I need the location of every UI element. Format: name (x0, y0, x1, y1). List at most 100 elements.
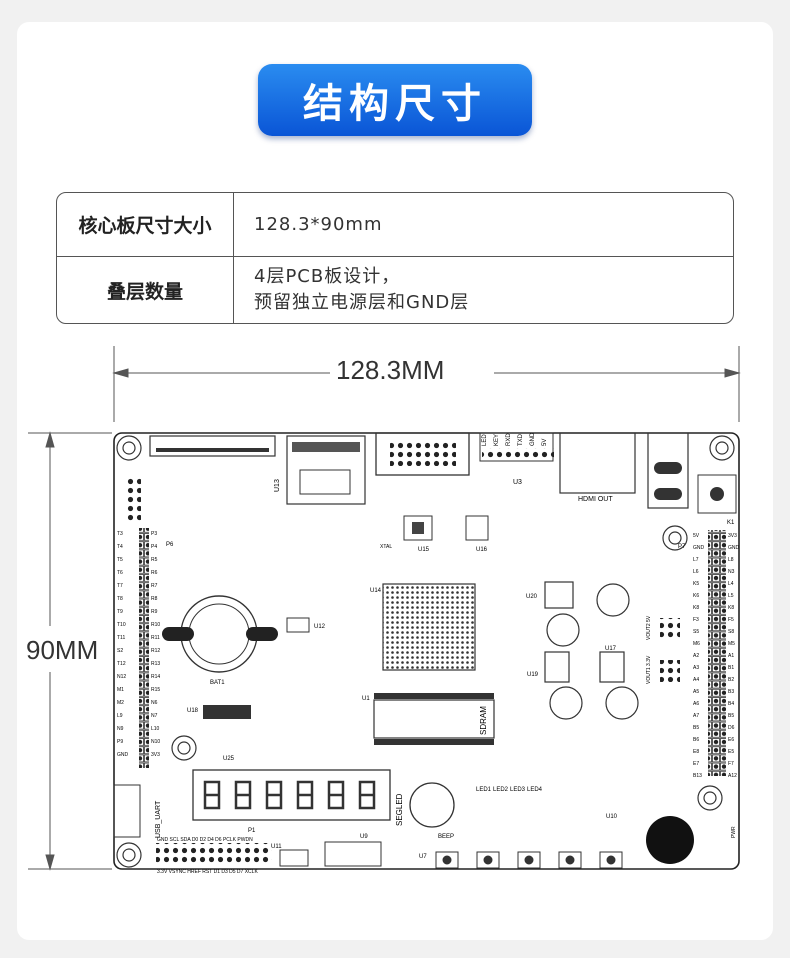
svg-text:R6: R6 (151, 570, 158, 576)
svg-text:P7: P7 (678, 544, 686, 550)
spec-value-line: 4层PCB板设计， (254, 266, 401, 287)
svg-text:F5: F5 (728, 617, 734, 623)
sd-card-slot (286, 435, 366, 505)
svg-text:A7: A7 (693, 713, 699, 719)
svg-text:B2: B2 (728, 677, 734, 683)
spec-value: 4层PCB板设计， 预留独立电源层和GND层 (234, 257, 733, 323)
spec-value-line: 预留独立电源层和GND层 (254, 292, 470, 313)
svg-text:U15: U15 (418, 547, 430, 553)
svg-text:T10: T10 (117, 622, 126, 628)
svg-text:B5: B5 (728, 713, 734, 719)
svg-text:T12: T12 (117, 661, 126, 667)
svg-text:T9: T9 (117, 609, 123, 615)
spec-key: 叠层数量 (57, 257, 234, 323)
svg-text:M2: M2 (117, 700, 124, 706)
svg-text:M6: M6 (693, 641, 700, 647)
svg-text:R8: R8 (151, 596, 158, 602)
svg-text:R5: R5 (151, 557, 158, 563)
svg-text:A5: A5 (693, 689, 699, 695)
camera-header (156, 843, 272, 865)
spec-row-size: 核心板尺寸大小 128.3*90mm (57, 193, 733, 257)
svg-text:A3: A3 (693, 665, 699, 671)
u12-chip (286, 617, 310, 633)
svg-text:N6: N6 (151, 700, 158, 706)
svg-text:A4: A4 (693, 677, 699, 683)
svg-text:F7: F7 (728, 761, 734, 767)
svg-text:L5: L5 (728, 593, 734, 599)
u16-chip (465, 515, 489, 541)
svg-text:SDRAM: SDRAM (479, 706, 488, 735)
svg-text:U7: U7 (419, 854, 427, 860)
svg-text:T6: T6 (117, 570, 123, 576)
hdmi-out-label: HDMI OUT (578, 496, 613, 503)
svg-text:B4: B4 (728, 701, 734, 707)
svg-text:BAT1: BAT1 (210, 680, 225, 686)
svg-text:T11: T11 (117, 635, 125, 641)
svg-text:K8: K8 (728, 605, 734, 611)
fpc-connector (149, 435, 276, 457)
u18-chip (203, 705, 251, 719)
u3-label: U3 (513, 479, 522, 486)
svg-text:VOUT2 5V: VOUT2 5V (646, 615, 652, 640)
svg-text:GND: GND (530, 432, 536, 446)
svg-text:B13: B13 (693, 773, 702, 779)
svg-text:U11: U11 (271, 844, 282, 850)
svg-text:R10: R10 (151, 622, 160, 628)
hdmi-connector (559, 432, 636, 494)
svg-text:U18: U18 (187, 708, 199, 714)
svg-text:R11: R11 (151, 635, 160, 641)
right-pin-header (708, 530, 726, 776)
svg-text:M1: M1 (117, 687, 124, 693)
svg-text:L10: L10 (151, 726, 160, 732)
svg-text:KEY: KEY (494, 434, 500, 446)
seven-segment-display (192, 769, 391, 821)
svg-text:3V3: 3V3 (151, 752, 160, 758)
svg-text:LED2: LED2 (493, 787, 509, 793)
svg-text:K1: K1 (727, 520, 735, 526)
buzzer (409, 782, 455, 828)
left-pin-labels: T3 T4 T5 T6 T7 T8 T9 T10 T11 S2 T12 N12 … (117, 531, 160, 758)
svg-text:TXD: TXD (518, 433, 524, 446)
svg-text:BEEP: BEEP (438, 834, 454, 840)
svg-text:A1: A1 (728, 653, 734, 659)
svg-text:P6: P6 (166, 542, 174, 548)
svg-text:M5: M5 (728, 641, 735, 647)
page-title: 结构尺寸 (303, 81, 487, 127)
title-badge: 结构尺寸 (258, 64, 532, 136)
svg-text:N9: N9 (117, 726, 124, 732)
svg-text:U14: U14 (370, 588, 382, 594)
svg-text:E5: E5 (728, 749, 734, 755)
width-dimension-label: 128.3MM (336, 355, 445, 385)
svg-text:R14: R14 (151, 674, 160, 680)
svg-text:U16: U16 (476, 547, 488, 553)
svg-text:S2: S2 (117, 648, 123, 654)
svg-text:GND: GND (693, 545, 705, 551)
svg-text:A12: A12 (728, 773, 737, 779)
right-pin-labels: 5V GND L7 L6 K5 K6 K8 F3 S5 M6 A2 A3 A4 … (693, 533, 740, 779)
svg-text:E7: E7 (693, 761, 699, 767)
svg-text:L8: L8 (728, 557, 734, 563)
svg-text:LED3: LED3 (510, 787, 526, 793)
svg-text:P4: P4 (151, 544, 157, 550)
fpga-bga-chip (382, 583, 476, 671)
svg-text:N3: N3 (728, 569, 735, 575)
svg-text:GND: GND (728, 545, 740, 551)
svg-text:L9: L9 (117, 713, 123, 719)
spec-table: 核心板尺寸大小 128.3*90mm 叠层数量 4层PCB板设计， 预留独立电源… (56, 192, 734, 324)
boxed-header (375, 432, 470, 476)
svg-text:GND: GND (117, 752, 129, 758)
vout1-header (660, 660, 680, 682)
svg-text:U19: U19 (527, 672, 539, 678)
svg-text:5V: 5V (542, 439, 548, 446)
sdram-chip (373, 699, 495, 739)
svg-text:B5: B5 (693, 725, 699, 731)
u13-label: U13 (274, 479, 281, 492)
svg-text:P3: P3 (151, 531, 157, 537)
usb-uart-connector (113, 784, 141, 838)
svg-text:P1: P1 (248, 828, 256, 834)
svg-text:U17: U17 (605, 646, 617, 652)
svg-text:A6: A6 (693, 701, 699, 707)
svg-text:B3: B3 (728, 689, 734, 695)
vout2-header (660, 618, 680, 640)
svg-text:L7: L7 (693, 557, 699, 563)
